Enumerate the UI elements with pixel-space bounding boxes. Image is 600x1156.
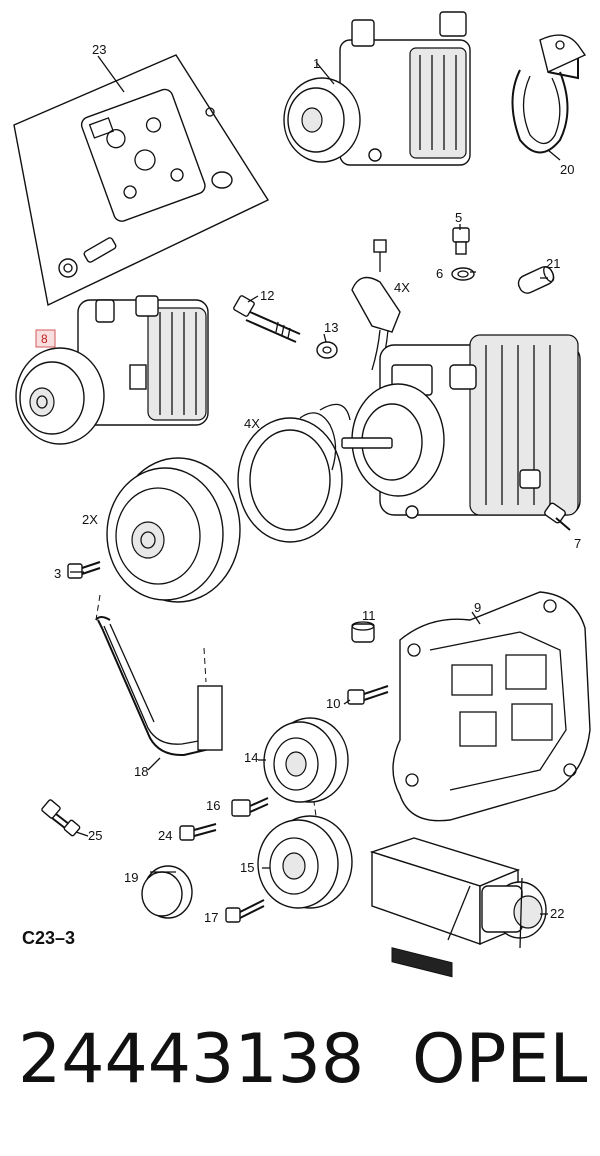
part-1-compressor <box>283 11 471 166</box>
callout-11: 11 <box>362 608 376 623</box>
callout-2x: 2X <box>82 512 98 527</box>
part-15-idler-pulley <box>257 815 353 909</box>
part-14-idler-pulley <box>263 717 349 803</box>
brand-name: OPEL <box>412 1020 588 1099</box>
callout-13: 13 <box>324 320 338 335</box>
part-22-actuator <box>369 837 547 978</box>
callout-24: 24 <box>158 828 172 843</box>
part-12-long-bolt <box>233 295 301 343</box>
part-7-bolt <box>544 502 571 531</box>
part-21-bushing <box>517 265 555 294</box>
callout-21: 21 <box>546 256 560 271</box>
callout-6: 6 <box>436 266 443 281</box>
callout-8: 8 <box>41 332 48 346</box>
callout-25: 25 <box>88 828 102 843</box>
part-16-bolt <box>231 797 269 817</box>
callout-4x-coil: 4X <box>244 416 260 431</box>
part-19-cap <box>141 865 193 919</box>
callout-8-highlight-box <box>35 329 56 348</box>
part-25-bolt <box>41 799 81 837</box>
callout-20: 20 <box>560 162 574 177</box>
callout-14: 14 <box>244 750 258 765</box>
callout-23: 23 <box>92 42 106 57</box>
part-9-mounting-bracket <box>392 591 591 822</box>
part-23-bracket-panel <box>13 54 270 307</box>
part-18-belt <box>95 616 223 757</box>
part-5-bolt <box>452 227 470 255</box>
callout-18: 18 <box>134 764 148 779</box>
part-6-washer <box>451 267 475 281</box>
callout-1: 1 <box>313 56 320 71</box>
part-24-bolt <box>179 823 217 841</box>
callout-3: 3 <box>54 566 61 581</box>
callout-5: 5 <box>455 210 462 225</box>
part-8-compressor <box>15 295 209 445</box>
section-code: C23–3 <box>22 928 75 948</box>
callout-15: 15 <box>240 860 254 875</box>
part-17-bolt <box>225 899 265 923</box>
part-3-bolt <box>67 561 101 579</box>
pulley-2x <box>106 457 241 603</box>
diagram-drawing: 23 1 20 5 6 21 4X 12 13 8 4X 2X 7 3 9 11… <box>13 11 591 978</box>
part-number: 24443138 <box>18 1020 365 1099</box>
callout-10: 10 <box>326 696 340 711</box>
callout-17: 17 <box>204 910 218 925</box>
part-4x-bracket-upper <box>351 239 401 373</box>
callout-19: 19 <box>124 870 138 885</box>
callout-12: 12 <box>260 288 274 303</box>
part-10-bolt <box>347 685 389 705</box>
main-compressor-body <box>341 334 581 519</box>
callout-7: 7 <box>574 536 581 551</box>
part-20-clamp <box>511 34 587 154</box>
callout-4x-upper: 4X <box>394 280 410 295</box>
field-coil-4x <box>237 403 351 543</box>
part-13-washer <box>316 341 338 359</box>
part-11-sleeve <box>351 621 375 643</box>
callout-22: 22 <box>550 906 564 921</box>
callout-16: 16 <box>206 798 220 813</box>
callout-9: 9 <box>474 600 481 615</box>
